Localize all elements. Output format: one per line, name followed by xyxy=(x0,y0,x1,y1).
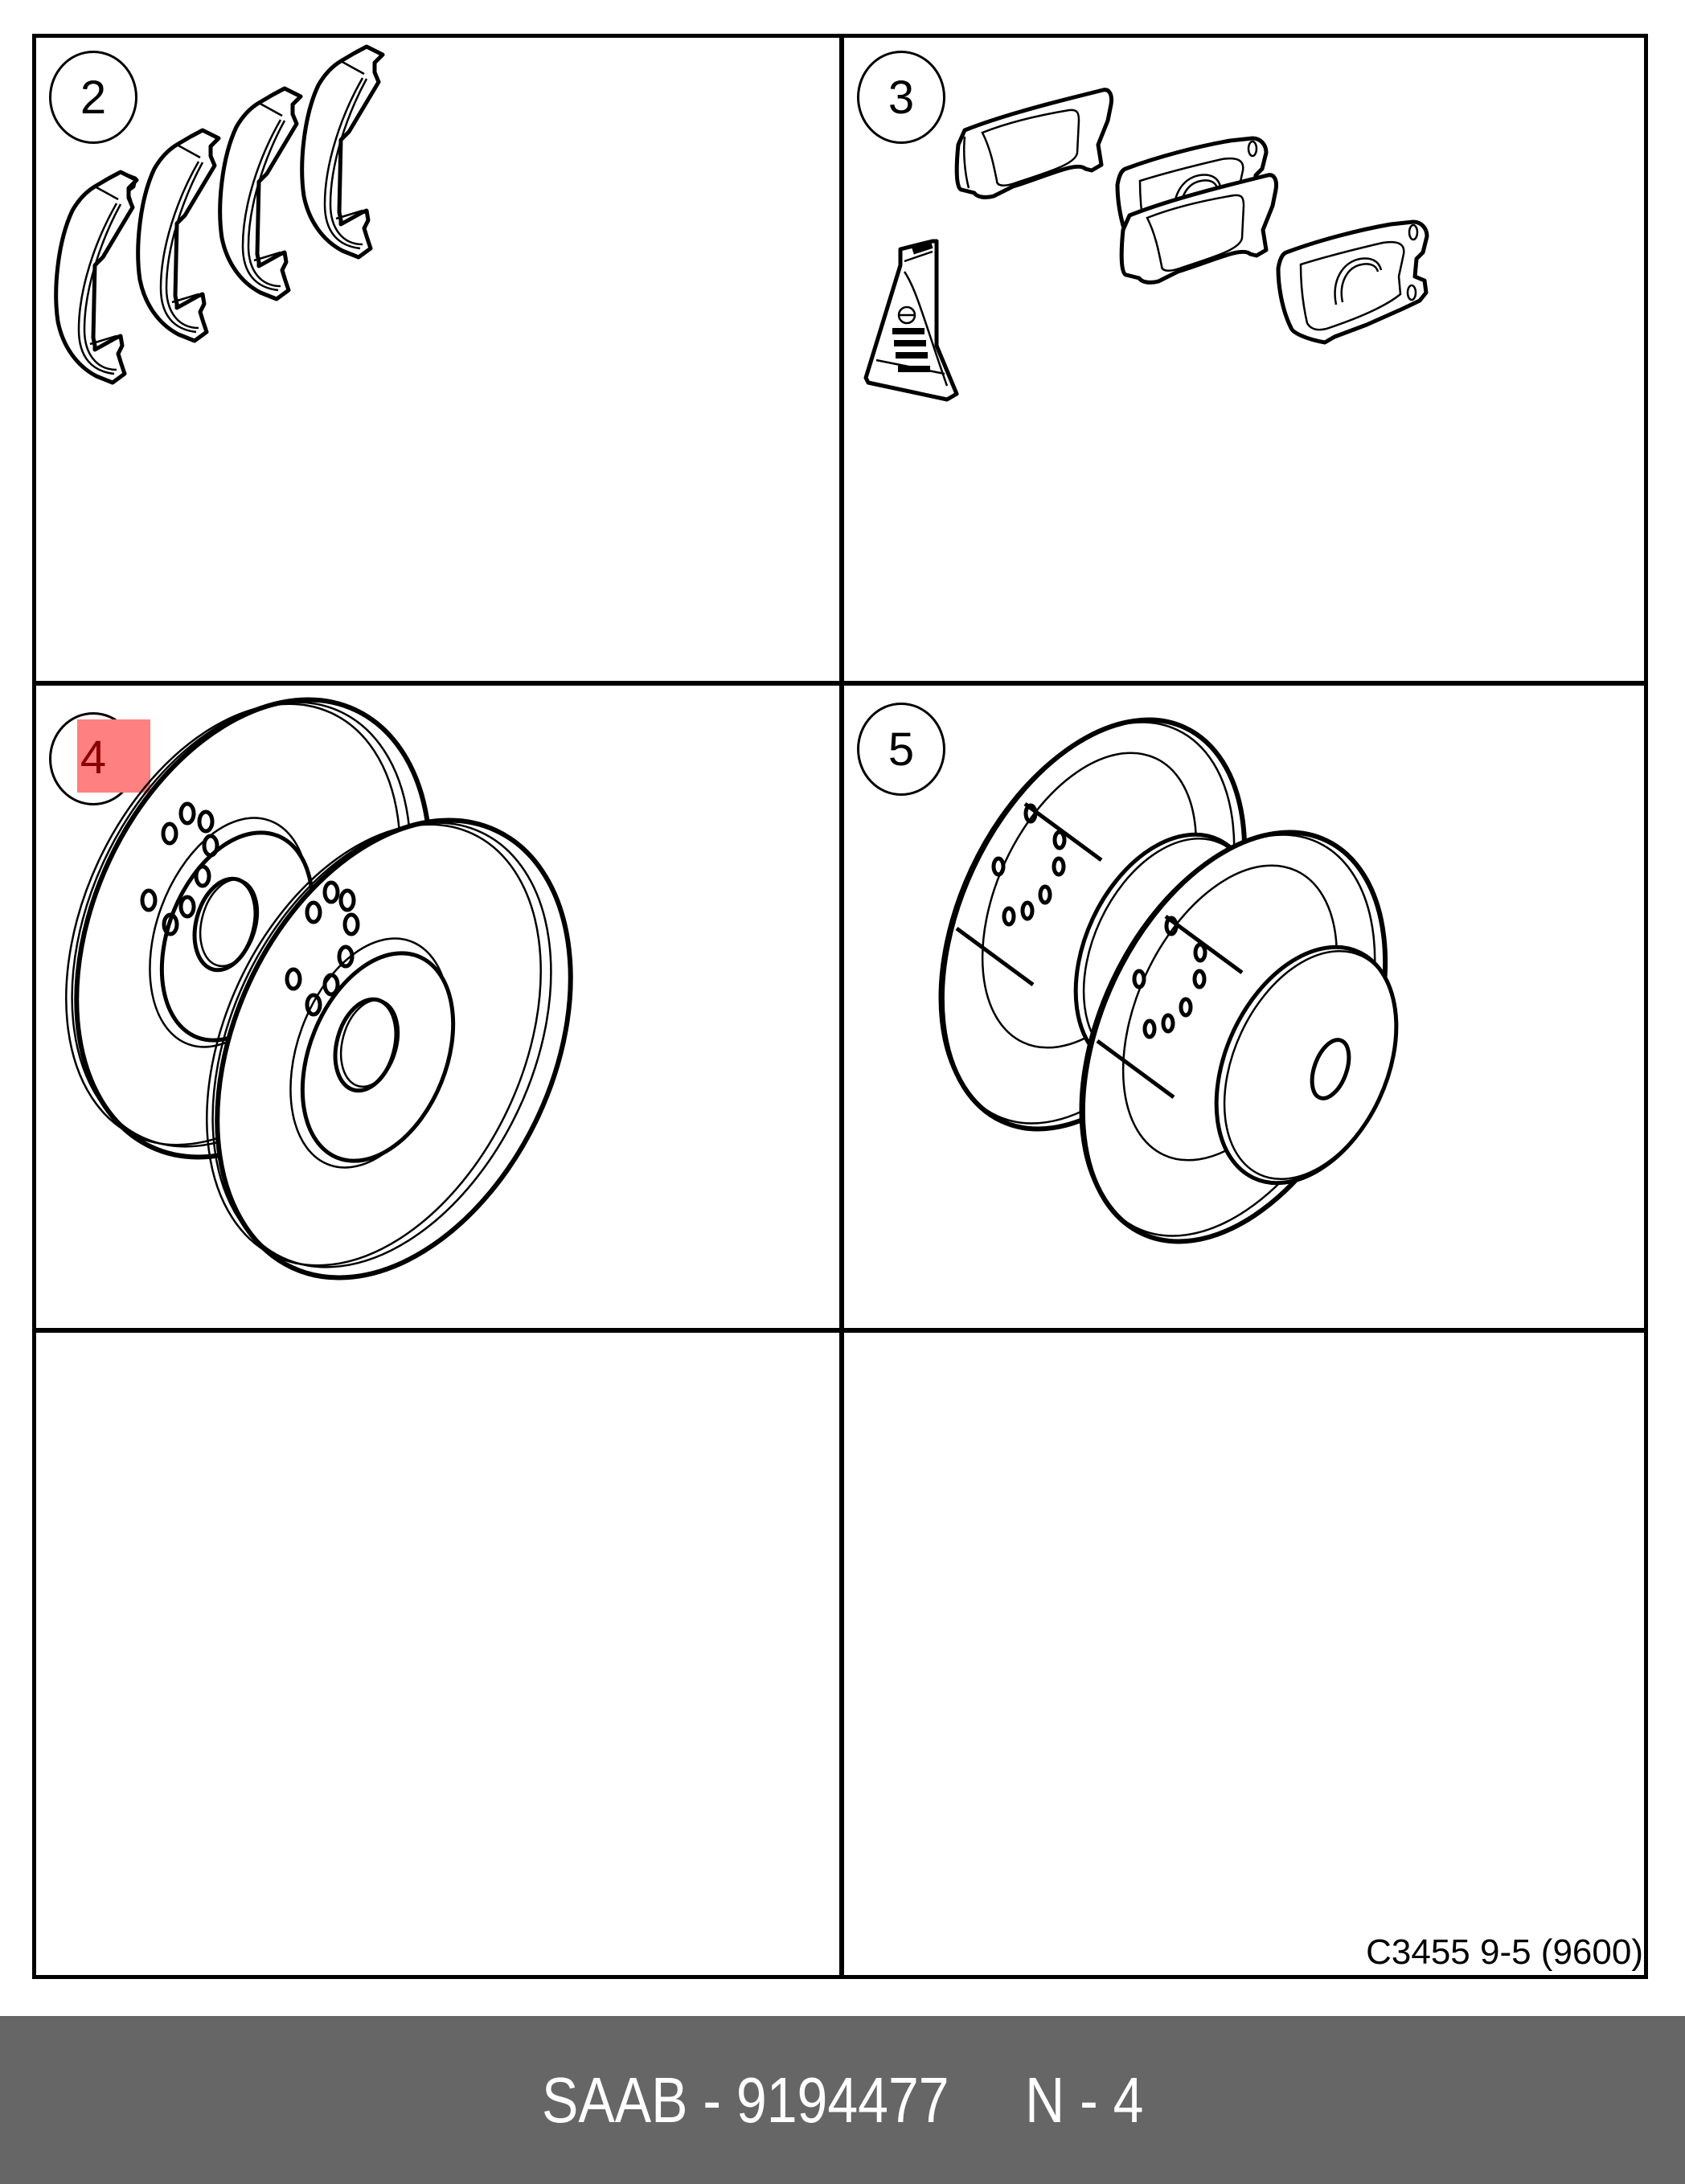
reference-code: C3455 9-5 (9600) xyxy=(1366,1932,1643,1972)
callout-2: 2 xyxy=(49,51,137,144)
callout-highlight xyxy=(77,719,150,793)
callout-label: 3 xyxy=(888,71,915,124)
grid-horizontal-divider-2 xyxy=(32,1328,1648,1333)
empty-panel-left xyxy=(36,1333,839,1975)
grid-horizontal-divider-1 xyxy=(32,681,1648,686)
grid-vertical-divider xyxy=(839,34,844,1979)
callout-label: 2 xyxy=(80,71,107,124)
brake-shoe-icon xyxy=(54,44,385,385)
callout-3: 3 xyxy=(857,51,945,144)
callout-5: 5 xyxy=(857,703,945,796)
callout-4-label: 4 xyxy=(80,731,107,784)
vented-disc-icon xyxy=(65,697,573,1280)
brake-pad-icon xyxy=(863,88,1429,402)
part-number-label: SAAB - 9194477 N - 4 xyxy=(541,2063,1144,2136)
empty-panel-right xyxy=(844,1333,1644,1975)
footer-bar: SAAB - 9194477 N - 4 xyxy=(0,2016,1685,2184)
solid-disc-icon xyxy=(938,717,1399,1244)
callout-label: 5 xyxy=(888,723,915,776)
